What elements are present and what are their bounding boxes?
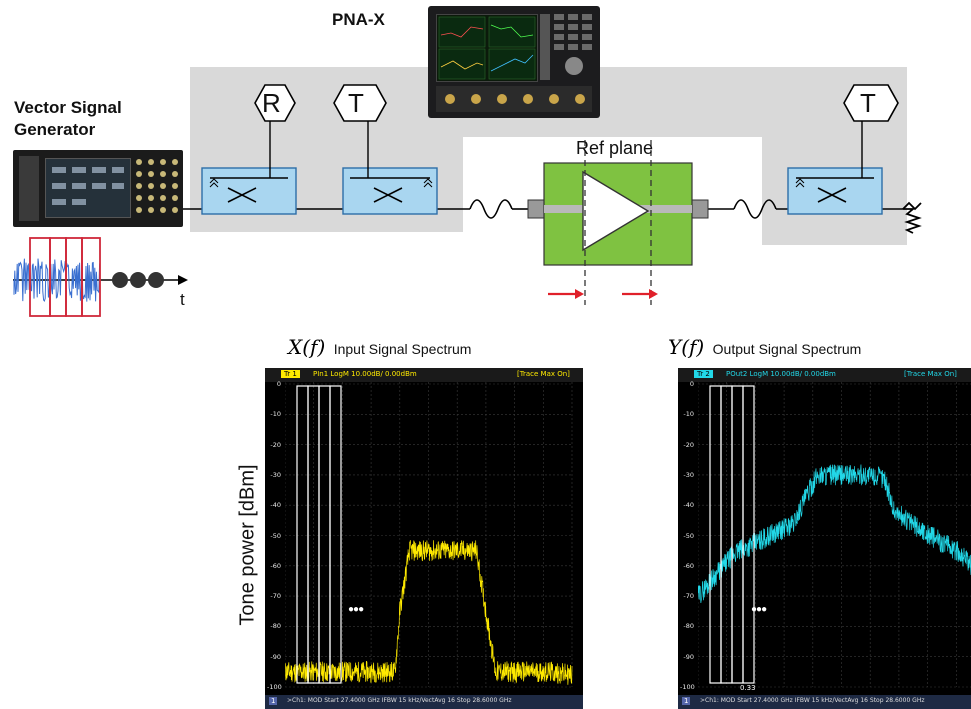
receiver-r-hex bbox=[254, 84, 296, 122]
vsg-keypad bbox=[136, 159, 178, 213]
y-tick-label: -10 bbox=[270, 410, 281, 419]
y-axis-title: Tone power [dBm] bbox=[236, 464, 259, 626]
input-footer-text: >Ch1: MOD Start 27.4000 GHz IFBW 15 kHz/… bbox=[287, 697, 512, 704]
y-tick-label: -30 bbox=[683, 470, 694, 479]
coupler-t1 bbox=[342, 140, 438, 215]
y-tick-label: -40 bbox=[270, 501, 281, 510]
input-ellipsis: ●●● bbox=[348, 604, 364, 615]
comb-window-box bbox=[329, 385, 342, 684]
output-y-ticks: 0 -10 -20 -30 -40 -50 -60 -70 -80 -90 -100 bbox=[678, 368, 698, 709]
y-tick-label: 0 bbox=[276, 380, 281, 388]
y-tick-label: -60 bbox=[270, 561, 281, 570]
y-tick-label: -30 bbox=[270, 470, 281, 479]
receiver-r-label: R bbox=[262, 88, 281, 118]
output-plot bbox=[698, 382, 971, 688]
receiver-t1-hex bbox=[333, 84, 387, 122]
input-trace-max: [Trace Max On] bbox=[517, 370, 570, 378]
y-tick-label: -70 bbox=[683, 592, 694, 601]
cable-squiggle-right bbox=[733, 199, 777, 219]
output-func-arg: (f) bbox=[681, 335, 705, 359]
output-footer-ch: 1 bbox=[682, 697, 691, 705]
vsg-label-line2: Generator bbox=[14, 120, 96, 139]
comb-window-box bbox=[296, 385, 309, 684]
y-tick-label: -50 bbox=[683, 531, 694, 540]
output-footer-text: >Ch1: MOD Start 27.4000 GHz IFBW 15 kHz/… bbox=[700, 697, 925, 704]
input-header: Tr 1 PIn1 LogM 10.00dB/ 0.00dBm [Trace M… bbox=[265, 368, 583, 382]
comb-window-box bbox=[742, 385, 755, 684]
input-title-text: Input Signal Spectrum bbox=[333, 341, 472, 357]
pna-x-instrument bbox=[428, 6, 600, 118]
input-y-ticks: 0 -10 -20 -30 -40 -50 -60 -70 -80 -90 -100 bbox=[265, 368, 285, 709]
receiver-t2-hex bbox=[843, 84, 899, 122]
y-tick-label: -100 bbox=[680, 683, 695, 691]
output-footer: 1 >Ch1: MOD Start 27.4000 GHz IFBW 15 kH… bbox=[678, 695, 971, 709]
comb-window-box bbox=[731, 385, 744, 684]
output-spectrum-title: Y(f) Output Signal Spectrum bbox=[668, 335, 861, 359]
output-marker-readout: 0.33 bbox=[740, 684, 756, 692]
input-trace-info: PIn1 LogM 10.00dB/ 0.00dBm bbox=[313, 370, 417, 378]
input-trace-tag: Tr 1 bbox=[281, 370, 300, 378]
ref-plane-label: Ref plane bbox=[576, 138, 654, 158]
output-func-letter: Y bbox=[668, 335, 682, 359]
y-tick-label: -40 bbox=[683, 501, 694, 510]
output-spectrum-screen: Tr 2 POut2 LogM 10.00dB/ 0.00dBm [Trace … bbox=[678, 368, 971, 709]
receiver-t1-label: T bbox=[348, 88, 364, 118]
block-diagram: PNA-X Vector Signal Generator bbox=[0, 0, 971, 320]
spectrum-trace bbox=[698, 464, 971, 604]
output-title-text: Output Signal Spectrum bbox=[712, 341, 862, 357]
input-footer-ch: 1 bbox=[269, 697, 278, 705]
input-func-letter: X bbox=[288, 335, 303, 359]
y-tick-label: -20 bbox=[683, 440, 694, 449]
input-spectrum-title: X(f) Input Signal Spectrum bbox=[288, 335, 471, 359]
coupler-r bbox=[201, 140, 297, 215]
y-tick-label: -90 bbox=[270, 652, 281, 661]
comb-window-box bbox=[709, 385, 722, 684]
y-tick-label: -90 bbox=[683, 652, 694, 661]
output-trace-tag: Tr 2 bbox=[694, 370, 713, 378]
input-spectrum-screen: Tr 1 PIn1 LogM 10.00dB/ 0.00dBm [Trace M… bbox=[265, 368, 583, 709]
output-trace-info: POut2 LogM 10.00dB/ 0.00dBm bbox=[726, 370, 836, 378]
coupler-t2 bbox=[787, 140, 883, 215]
y-tick-label: -80 bbox=[270, 622, 281, 631]
y-tick-label: -20 bbox=[270, 440, 281, 449]
y-tick-label: 0 bbox=[689, 380, 694, 388]
pna-x-label: PNA-X bbox=[332, 10, 385, 29]
vsg-instrument bbox=[13, 150, 183, 227]
spectrum-trace bbox=[285, 540, 573, 685]
output-trace-max: [Trace Max On] bbox=[904, 370, 957, 378]
pna-port-row bbox=[436, 86, 592, 112]
pna-keypad bbox=[554, 14, 592, 75]
vsg-label-line1: Vector Signal bbox=[14, 98, 122, 117]
time-axis-label: t bbox=[180, 290, 185, 309]
pna-screen bbox=[436, 14, 538, 82]
output-header: Tr 2 POut2 LogM 10.00dB/ 0.00dBm [Trace … bbox=[678, 368, 971, 382]
y-tick-label: -60 bbox=[683, 561, 694, 570]
ref-plane-arrows bbox=[548, 289, 658, 299]
y-tick-label: -70 bbox=[270, 592, 281, 601]
dut-amplifier bbox=[527, 140, 709, 305]
y-tick-label: -80 bbox=[683, 622, 694, 631]
input-func-arg: (f) bbox=[302, 335, 326, 359]
y-tick-label: -50 bbox=[270, 531, 281, 540]
receiver-t2-label: T bbox=[860, 88, 876, 118]
y-tick-label: -100 bbox=[267, 683, 282, 691]
signal-path bbox=[13, 84, 922, 317]
y-tick-label: -10 bbox=[683, 410, 694, 419]
output-ellipsis: ●●● bbox=[751, 604, 767, 615]
load-resistor bbox=[902, 201, 922, 234]
input-footer: 1 >Ch1: MOD Start 27.4000 GHz IFBW 15 kH… bbox=[265, 695, 583, 709]
input-plot bbox=[285, 382, 573, 688]
cable-squiggle-left bbox=[469, 199, 513, 219]
comb-window-box bbox=[318, 385, 331, 684]
time-waveform bbox=[13, 237, 188, 317]
